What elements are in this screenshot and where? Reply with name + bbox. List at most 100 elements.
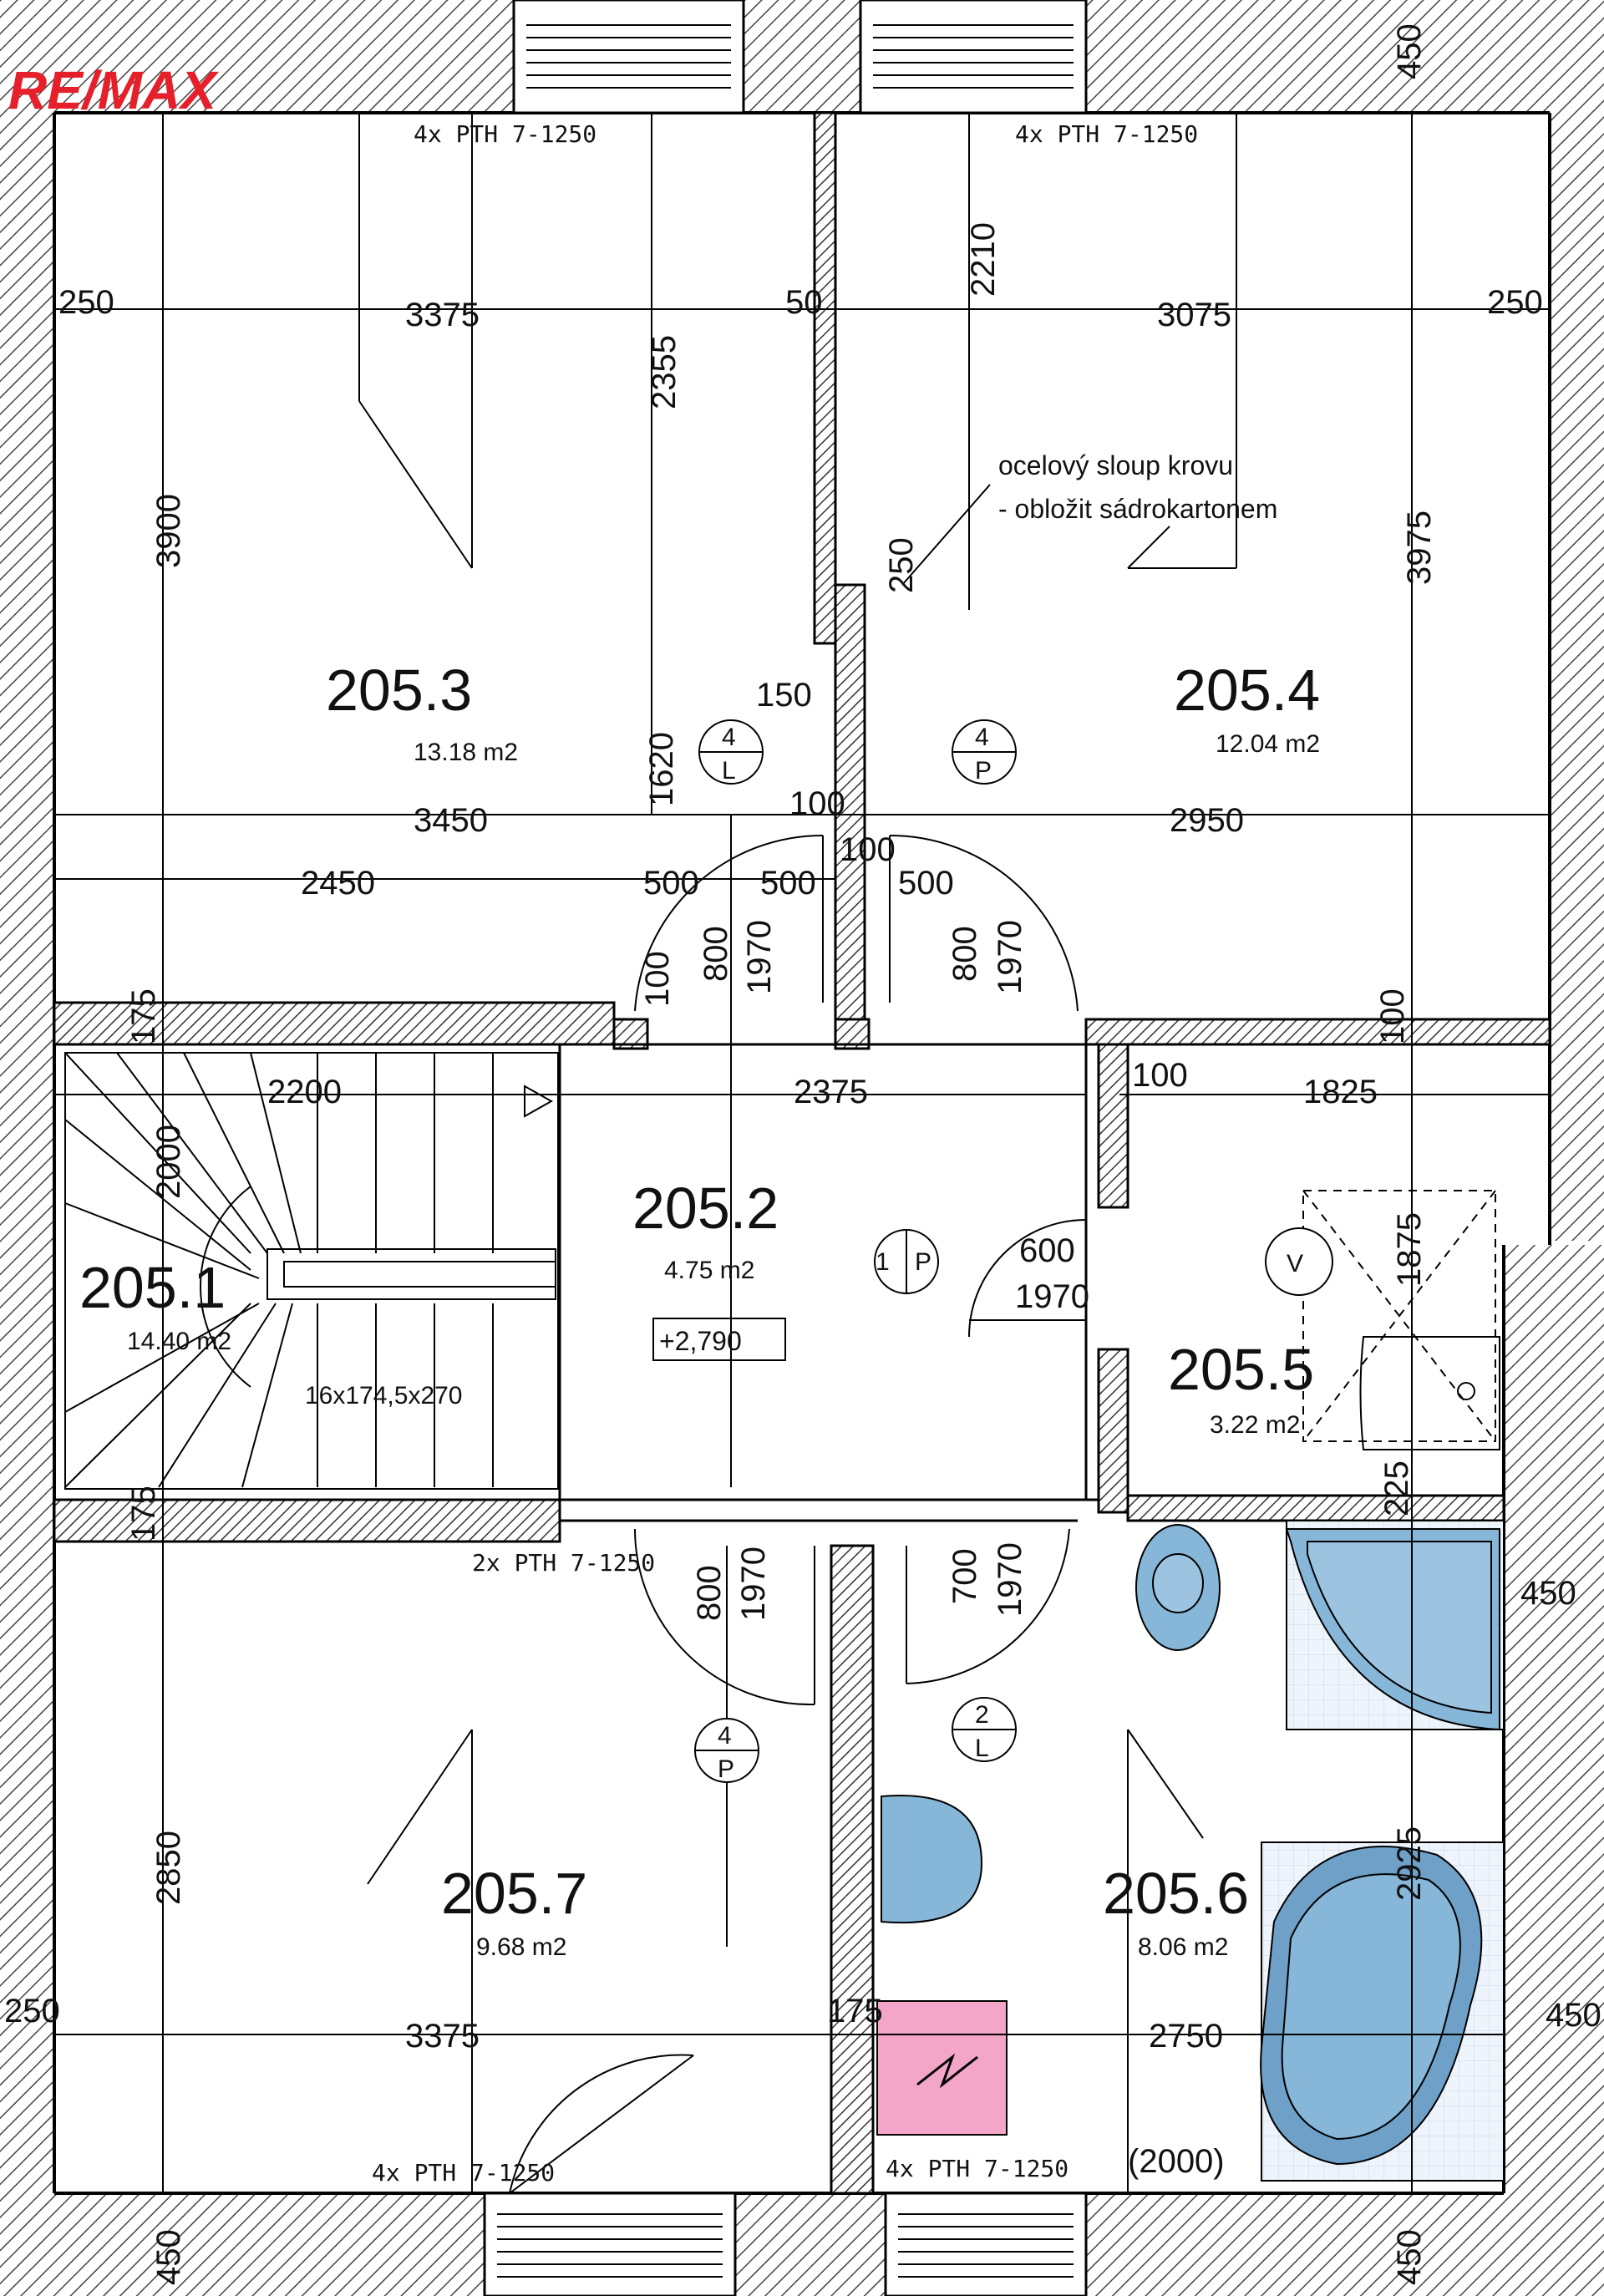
- door-tag-1-top: 4: [722, 724, 736, 751]
- dim-3900: 3900: [150, 494, 187, 568]
- door-tag-3-bottom: P: [915, 1248, 931, 1276]
- remax-logo: RE/MAX: [8, 60, 219, 120]
- dim-450-right: 450: [1520, 1575, 1576, 1612]
- dim-250-bl: 250: [4, 1993, 60, 2029]
- electric-icon: [916, 2053, 978, 2089]
- dim-100-c: 100: [639, 951, 676, 1007]
- dim-100-e: 100: [1132, 1057, 1188, 1094]
- room-205-2-area: 4.75 m2: [664, 1257, 754, 1284]
- dim-150: 150: [756, 677, 812, 714]
- dim-50: 50: [785, 284, 823, 321]
- dim-1970-a: 1970: [741, 920, 778, 994]
- dim-450-bottom-l: 450: [150, 2229, 187, 2285]
- dim-2355: 2355: [646, 335, 683, 409]
- interior-walls: [53, 111, 1551, 2195]
- dim-800-c: 800: [691, 1565, 728, 1621]
- dim-2210: 2210: [965, 222, 1002, 297]
- dim-250-right: 250: [1487, 284, 1543, 321]
- dim-3375-bottom: 3375: [405, 2018, 480, 2055]
- dim-700: 700: [947, 1548, 983, 1604]
- dim-2750: 2750: [1149, 2018, 1223, 2055]
- room-205-4-number: 205.4: [1174, 658, 1320, 723]
- dim-1620: 1620: [643, 732, 680, 806]
- stairs-spec: 16x174,5x270: [305, 1382, 463, 1410]
- room-205-2-number: 205.2: [632, 1176, 779, 1241]
- dim-3075: 3075: [1157, 297, 1231, 333]
- bathroom-fixtures: [881, 1190, 1505, 2182]
- heater-box: [876, 2000, 1008, 2136]
- room-205-6-area: 8.06 m2: [1138, 1933, 1228, 1961]
- dim-3375-top: 3375: [405, 297, 480, 333]
- room-205-5-number: 205.5: [1168, 1337, 1314, 1402]
- dim-2850: 2850: [150, 1831, 187, 1905]
- dim-1970-d: 1970: [735, 1547, 772, 1621]
- dim-2000-b: (2000): [1128, 2143, 1225, 2180]
- dim-100-d: 100: [1374, 988, 1411, 1044]
- dim-175-c: 175: [827, 1993, 883, 2029]
- dim-1875: 1875: [1391, 1212, 1428, 1287]
- dim-3975: 3975: [1401, 511, 1438, 585]
- dim-2450: 2450: [301, 865, 375, 902]
- room-205-1-area: 14.40 m2: [127, 1328, 231, 1355]
- roof-lines: [358, 113, 1237, 2193]
- dim-100-b: 100: [840, 831, 896, 868]
- dim-500-b: 500: [760, 865, 816, 902]
- room-205-3-area: 13.18 m2: [414, 739, 518, 766]
- dim-450-br: 450: [1546, 1997, 1601, 2034]
- windows: [483, 0, 1088, 2296]
- staircase: [64, 1052, 559, 1490]
- door-tags: [694, 719, 1333, 1783]
- door-tag-2-top: 4: [975, 724, 989, 751]
- dimension-lines: [54, 113, 1550, 2193]
- dim-2200: 2200: [267, 1074, 342, 1110]
- door-tag-5-top: 2: [975, 1701, 989, 1729]
- room-205-4-area: 12.04 m2: [1216, 730, 1320, 758]
- dim-800-a: 800: [698, 926, 734, 982]
- room-205-7-number: 205.7: [441, 1861, 587, 1926]
- dim-250-small: 250: [883, 537, 920, 593]
- dim-250-left: 250: [58, 284, 114, 321]
- dim-450-bottom-r: 450: [1391, 2229, 1428, 2285]
- dimension-texts-vertical: 2355 2210 3900 3975 250 1620 100 800 197…: [125, 23, 1438, 2285]
- dim-500-a: 500: [643, 865, 699, 902]
- window-label-mid-left: 2x PTH 7-1250: [472, 1549, 655, 1577]
- door-tag-3-top: 1: [876, 1248, 890, 1276]
- dim-600: 600: [1019, 1232, 1075, 1269]
- dim-225: 225: [1378, 1460, 1415, 1516]
- room-205-3-number: 205.3: [326, 658, 472, 723]
- dim-175-a: 175: [125, 988, 162, 1044]
- dim-450-top: 450: [1391, 23, 1428, 79]
- room-205-5-area: 3.22 m2: [1210, 1411, 1300, 1439]
- doors: [509, 834, 1087, 2194]
- window-label-bottom-left: 4x PTH 7-1250: [372, 2159, 555, 2187]
- window-label-bottom-right: 4x PTH 7-1250: [886, 2155, 1068, 2182]
- room-205-2-level: +2,790: [659, 1326, 742, 1356]
- dim-500-c: 500: [898, 865, 954, 902]
- dim-2925: 2925: [1391, 1826, 1428, 1901]
- window-label-top-left: 4x PTH 7-1250: [414, 120, 596, 148]
- note-line-2: - obložit sádrokartonem: [998, 494, 1277, 524]
- dim-175-b: 175: [125, 1486, 162, 1542]
- door-tag-4-bottom: P: [718, 1755, 734, 1783]
- dimension-texts: 250 3375 50 3075 250 150 100 3450 2950 1…: [4, 284, 1601, 2180]
- door-tag-5-bottom: L: [975, 1735, 989, 1762]
- dim-2000: 2000: [150, 1125, 187, 1199]
- dim-1970-e: 1970: [992, 1542, 1028, 1617]
- dim-2375: 2375: [794, 1074, 868, 1110]
- room-205-1-number: 205.1: [79, 1255, 226, 1320]
- dim-100-a: 100: [789, 785, 845, 822]
- dim-1970-c: 1970: [1015, 1278, 1089, 1315]
- dim-2950: 2950: [1170, 802, 1244, 839]
- vent-label: V: [1287, 1250, 1303, 1278]
- room-205-7-area: 9.68 m2: [476, 1933, 566, 1961]
- note-line-1: ocelový sloup krovu: [998, 450, 1233, 480]
- dim-1825: 1825: [1303, 1074, 1378, 1110]
- logo-text: RE/MAX: [8, 60, 219, 120]
- dim-1970-b: 1970: [992, 920, 1028, 994]
- room-205-6-number: 205.6: [1103, 1861, 1249, 1926]
- window-label-top-right: 4x PTH 7-1250: [1015, 120, 1198, 148]
- door-tag-2-bottom: P: [975, 757, 992, 785]
- dim-3450: 3450: [414, 802, 488, 839]
